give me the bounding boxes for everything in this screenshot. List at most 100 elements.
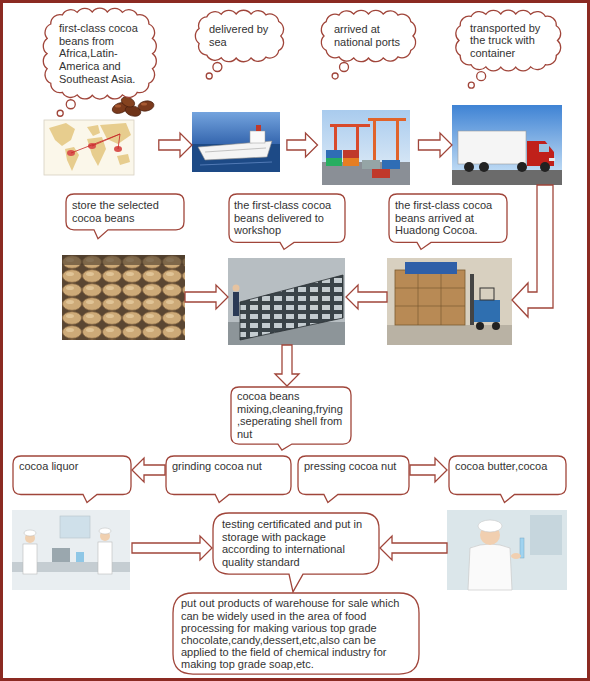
ship-photo [205,148,266,152]
lab-photo [12,510,130,590]
lab-photo [24,530,36,536]
bubble-outline-path [166,456,291,503]
port-photo [343,150,359,158]
bubble-shape: cocoa liquor [12,455,132,503]
step-text: testing certificated and put in storage … [222,518,370,569]
truck-photo [479,162,489,172]
bubble-shape: cocoa beans mixing,cleaning,frying,seper… [230,386,352,451]
quality-lab-photo [511,553,521,559]
bubble-shape: first-class cocoa beans from Africa,Lati… [41,6,159,119]
truck-photo [540,162,550,172]
text-block: first-class cocoa beans from Africa,Lati… [59,22,141,85]
port-photo [322,110,410,185]
flow-arrow [185,285,228,309]
step-text: the first-class cocoa beans delivered to… [234,199,340,237]
lab-photo [23,544,37,574]
port-photo [396,118,399,162]
lab-photo [60,516,90,538]
workshop-photo [228,258,345,345]
world-map-photo [87,125,100,136]
flow-arrow [410,458,447,482]
world-map-photo [44,120,134,175]
bubble-shape: testing certificated and put in storage … [212,512,380,592]
port-photo [322,110,410,185]
lab-photo [99,528,111,534]
text-block: delivered by sea [209,23,271,48]
text-block: testing certificated and put in storage … [222,518,370,569]
step-text: store the selected cocoa beans [72,199,178,224]
bubble-outline-path [456,10,561,88]
quality-lab-photo [468,544,512,590]
cocoa-beans-photo [137,100,154,113]
bubble-shape: arrived at national ports [318,8,419,82]
text-block: store the selected cocoa beans [72,199,178,224]
lab-photo [98,542,112,574]
flow-arrow [287,133,318,157]
port-photo [343,158,359,166]
bubble-outline-path [13,456,131,503]
warehouse-photo [480,288,494,300]
speech-bubble: store the selected cocoa beans [62,193,185,340]
step-text: cocoa beans mixing,cleaning,frying,seper… [237,390,345,441]
truck-photo [517,162,527,172]
thought-cloud: delivered by sea [192,8,287,172]
workshop-photo [233,285,240,292]
text-block: grinding cocoa nut [172,460,285,473]
world-map-photo [117,154,130,165]
workshop-photo [233,292,239,316]
bubble-shape: the first-class cocoa beans delivered to… [228,193,346,250]
world-map-photo [44,120,134,175]
warehouse-photo [474,300,500,322]
port-photo [326,158,342,166]
ship-photo [250,131,265,143]
port-photo [362,160,380,169]
bubble-shape: pressing cocoa nut [297,455,410,503]
quality-lab-photo [447,510,567,590]
thought-cloud: first-class cocoa beans from Africa,Lati… [41,6,159,175]
text-block: the first-class cocoa beans delivered to… [234,199,340,237]
bubble-outline-path [229,194,345,249]
warehouse-photo [470,274,474,325]
text-block: pressing cocoa nut [304,460,403,473]
flow-arrow [132,536,212,560]
bubble-shape: cocoa butter,cocoa [448,455,567,503]
ship-photo [256,125,261,131]
text-block: put out products of warehouse for sale w… [181,597,411,670]
thought-cloud: transported by the truck with container [452,8,563,185]
step-text: first-class cocoa beans from Africa,Lati… [59,22,141,85]
world-map-photo [49,123,75,146]
warehouse-photo [395,270,465,325]
bubble-outline-path [173,593,419,674]
truck-photo [527,141,554,166]
ship-photo [192,112,280,172]
port-photo [326,150,342,158]
warehouse-photo [476,322,484,330]
truck-photo [458,131,526,164]
bubble-shape: store the selected cocoa beans [65,193,185,239]
port-photo [372,169,390,178]
bubble-outline-path [231,387,351,450]
bubble-outline-path [66,194,184,239]
world-map-photo [71,134,120,153]
bubble-shape: put out products of warehouse for sale w… [172,592,420,675]
text-block: cocoa liquor [19,460,125,473]
truck-photo [452,170,562,185]
thought-cloud: arrived at national ports [318,8,419,185]
quality-lab-photo [447,510,567,590]
ship-photo [200,162,272,165]
bubble-outline-path [43,8,156,116]
text-block: cocoa butter,cocoa [455,460,560,473]
flow-arrow [346,285,387,309]
port-photo [373,118,376,162]
workshop-photo [228,258,345,345]
truck-photo [549,158,555,161]
step-text: transported by the truck with container [470,22,546,60]
step-text: cocoa butter,cocoa [455,460,560,473]
warehouse-photo [405,262,457,274]
step-text: put out products of warehouse for sale w… [181,597,411,670]
lab-photo [76,552,84,562]
step-text: the first-class cocoa beans arrived at H… [395,199,501,237]
sacks-photo [62,255,185,265]
quality-lab-photo [530,515,562,555]
